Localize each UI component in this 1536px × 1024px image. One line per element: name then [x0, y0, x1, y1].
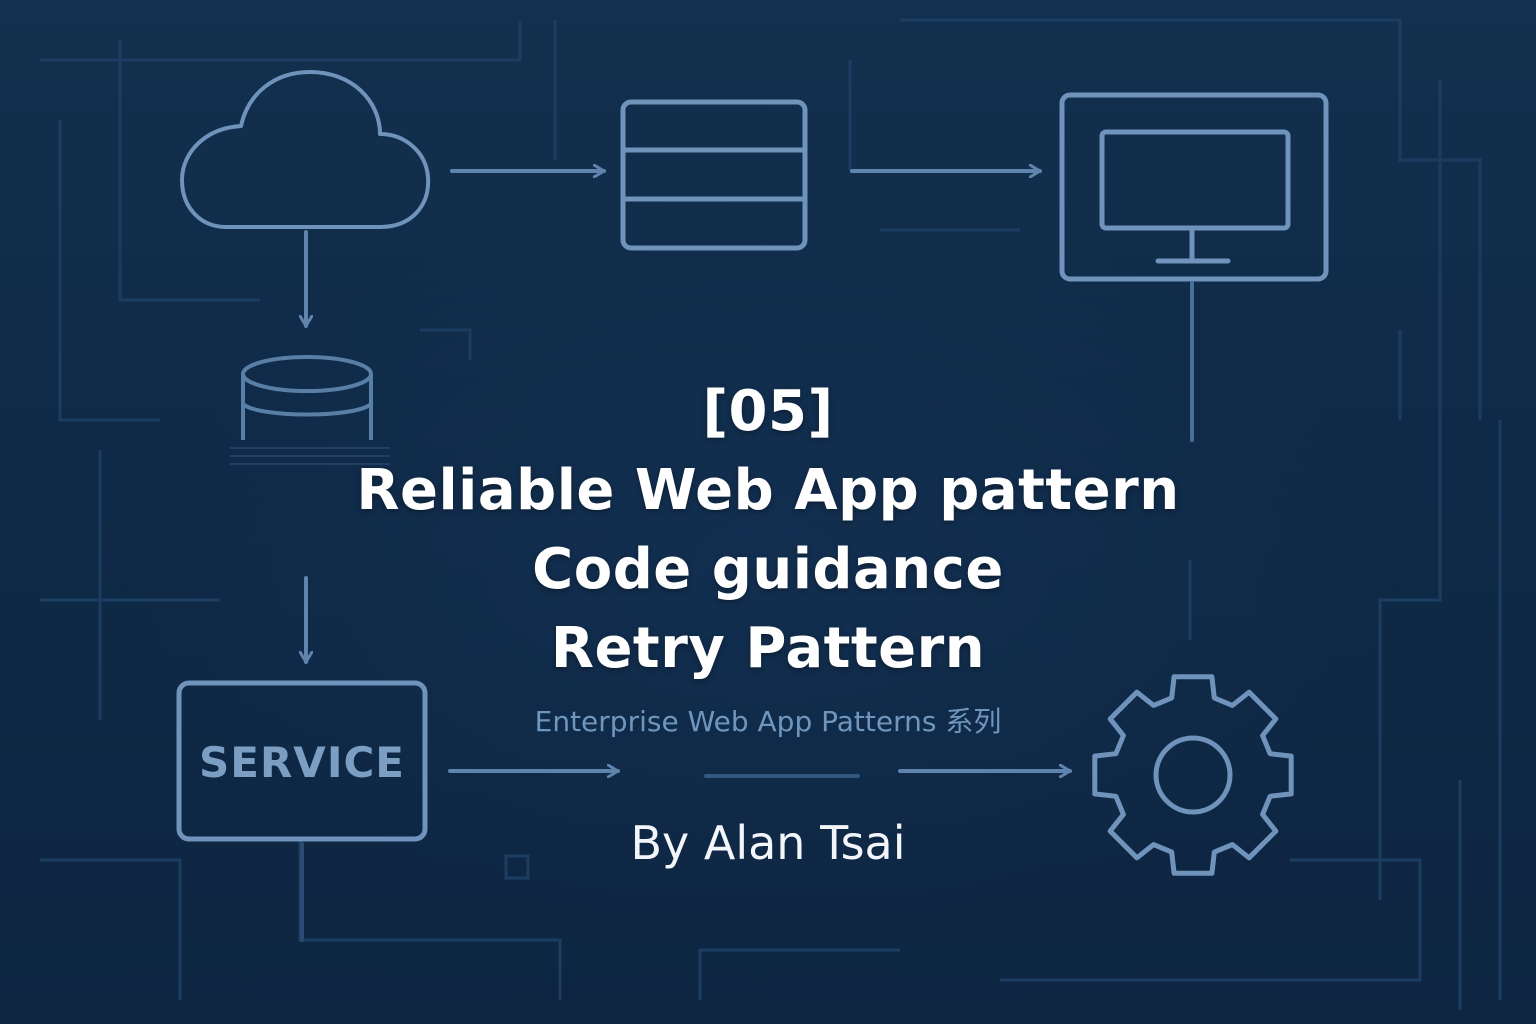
title-line-1: Reliable Web App pattern	[356, 458, 1180, 523]
gear-icon	[1092, 674, 1294, 876]
series-subtitle: Enterprise Web App Patterns 系列	[534, 705, 1002, 738]
background-circuit-lines	[40, 18, 1502, 1010]
database-fade-lines	[230, 447, 390, 465]
title-line-3: Retry Pattern	[550, 616, 986, 681]
author-byline: By Alan Tsai	[630, 816, 906, 870]
title-line-2: Code guidance	[532, 537, 1004, 602]
title-number: [05]	[702, 379, 834, 444]
database-icon	[241, 355, 373, 440]
background-square	[504, 854, 530, 880]
server-rack-icon	[620, 99, 808, 251]
title-block: [05] Reliable Web App pattern Code guida…	[268, 372, 1268, 688]
service-box	[176, 680, 428, 842]
service-label: SERVICE	[199, 738, 405, 787]
cloud-icon	[180, 70, 431, 229]
monitor-icon	[1059, 92, 1329, 282]
connectors	[302, 171, 1194, 942]
